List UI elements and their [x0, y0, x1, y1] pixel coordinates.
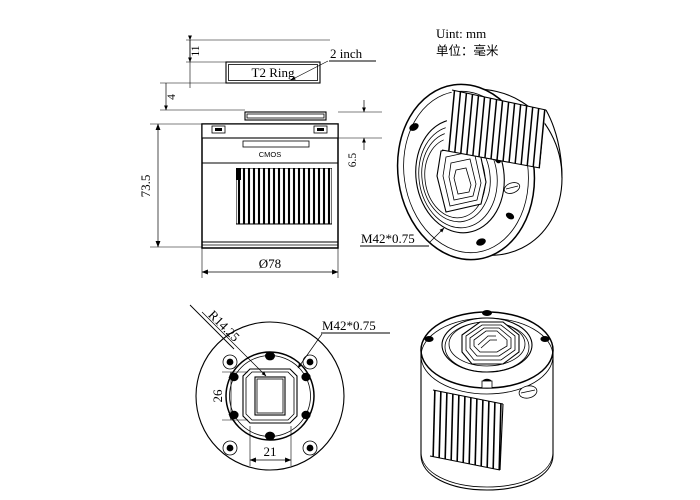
dimension-4: 4 [160, 82, 245, 111]
heatsink-fins-side [236, 168, 332, 224]
unit-note-english: Uint: mm [436, 26, 486, 41]
dimension-6-5-text: 6.5 [347, 153, 359, 168]
dimension-21: 21 [249, 426, 292, 466]
dimension-11-text: 11 [190, 45, 202, 56]
flange-screws-iso-bottom [424, 310, 550, 389]
thread-callout-front: M42*0.75 [297, 318, 390, 369]
inner-ring-screws [229, 351, 311, 441]
dimension-6-5: 6.5 [338, 100, 382, 167]
sensor-package-front [242, 368, 298, 424]
dimension-26: 26 [210, 371, 248, 421]
heatsink-band-iso-bottom [429, 389, 504, 471]
dimension-26-text: 26 [210, 389, 225, 403]
sensor-cavity-iso-bottom [461, 321, 520, 365]
thread-callout-front-label: M42*0.75 [322, 318, 376, 333]
cmos-window: CMOS [242, 140, 310, 159]
dimension-11: 11 [186, 35, 330, 63]
side-elevation-view: T2 Ring 2 inch 11 4 [138, 35, 382, 278]
thread-callout-iso-top: M42*0.75 [360, 227, 445, 247]
cmos-label: CMOS [259, 150, 282, 159]
dimension-73-5-text: 73.5 [138, 175, 153, 198]
dimension-21-text: 21 [264, 444, 277, 459]
two-inch-label: 2 inch [330, 46, 363, 61]
unit-note-block: Uint: mm 单位：毫米 [436, 26, 499, 58]
t2-ring-block: T2 Ring [225, 61, 321, 84]
front-circular-view: R14.25 M42*0.75 26 21 [189, 304, 390, 471]
dimension-73-5: 73.5 [138, 123, 202, 248]
sensor-cavity-iso-top [436, 142, 487, 213]
front-plate [244, 111, 327, 121]
thread-callout-iso-top-label: M42*0.75 [361, 231, 415, 246]
dimension-diameter-78-text: Ø78 [259, 256, 281, 271]
t2-ring-label: T2 Ring [252, 65, 295, 80]
two-inch-callout: 2 inch [290, 46, 376, 81]
unit-note-chinese: 单位：毫米 [436, 43, 499, 58]
outer-flange-screws [222, 354, 318, 456]
isometric-view-front-mount: M42*0.75 [360, 83, 563, 261]
dimension-diameter-78: Ø78 [201, 248, 339, 278]
isometric-view-rear-angle [420, 310, 554, 491]
dimension-4-text: 4 [166, 94, 178, 100]
